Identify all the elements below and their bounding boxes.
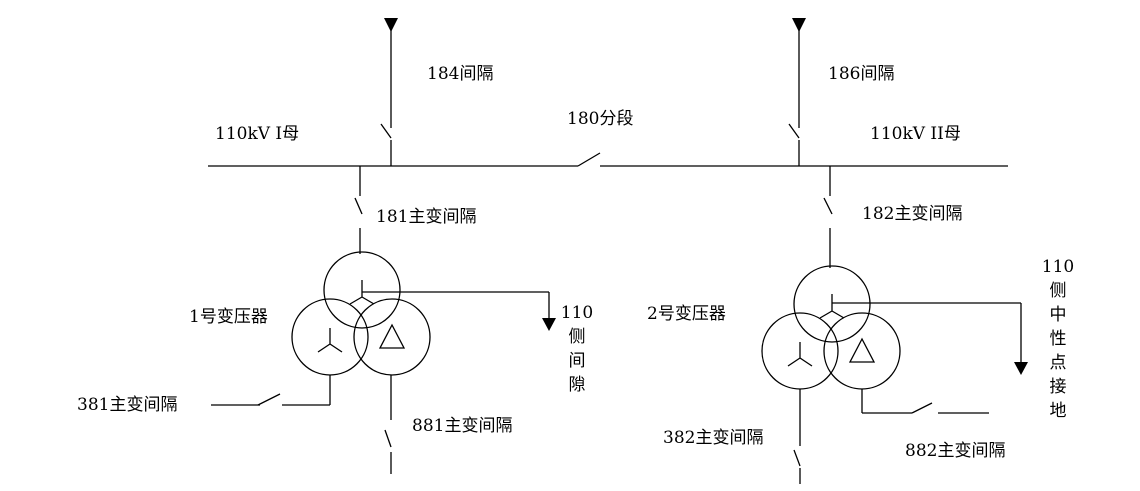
busbar	[208, 152, 1008, 167]
feeder-186-arrow-icon	[792, 18, 806, 32]
bay-881	[384, 375, 392, 474]
neutral-ground-label: 110 侧 中 性 点 接 地	[1042, 257, 1074, 421]
neutral-gap-char: 侧	[569, 327, 586, 347]
neutral-ground-char: 地	[1050, 401, 1067, 421]
feeder-186	[788, 18, 806, 166]
wye-symbol-icon	[787, 342, 813, 367]
bay-182-switch	[823, 197, 833, 215]
bay-882-switch	[911, 402, 933, 414]
feeder-186-switch	[788, 123, 800, 139]
bay-881-switch	[384, 429, 392, 448]
wye-symbol-icon	[819, 294, 845, 319]
bus-left-label: 110kV I母	[215, 124, 299, 144]
bay-382-label: 382主变间隔	[663, 428, 763, 448]
bay-181-switch	[354, 197, 363, 215]
bus-right-label: 110kV II母	[870, 124, 961, 144]
bay-182-label: 182主变间隔	[862, 204, 962, 224]
transformer-2	[761, 265, 901, 390]
feeder-184-arrow-icon	[384, 18, 398, 32]
feeder-184	[380, 18, 398, 166]
neutral-gap-label: 110 侧 间 隙	[561, 303, 593, 395]
neutral-ground-char: 点	[1050, 353, 1067, 373]
neutral-gap-number: 110	[561, 303, 593, 323]
bay-382-switch	[793, 449, 801, 467]
bay-881-label: 881主变间隔	[412, 416, 512, 436]
bay-381-label: 381主变间隔	[77, 395, 177, 415]
delta-symbol-icon	[848, 337, 876, 363]
transformer-1-label: 1号变压器	[189, 307, 268, 327]
bay-381-switch	[257, 393, 281, 406]
feeder-186-label: 186间隔	[828, 64, 894, 84]
neutral-ground-arrow-icon	[1014, 362, 1028, 375]
neutral-ground-char: 接	[1050, 377, 1067, 397]
bay-382	[793, 389, 801, 484]
bay-181-label: 181主变间隔	[376, 207, 476, 227]
delta-symbol-icon	[378, 323, 406, 349]
transformer-1-neutral-gap	[362, 291, 556, 331]
bay-381	[211, 375, 331, 406]
neutral-ground-char: 侧	[1050, 281, 1067, 301]
transformer-1	[291, 251, 431, 376]
neutral-gap-arrow-icon	[542, 318, 556, 331]
neutral-gap-char: 间	[569, 351, 586, 371]
wye-symbol-icon	[317, 328, 343, 353]
feeder-184-switch	[380, 123, 392, 139]
neutral-ground-char: 性	[1050, 329, 1067, 349]
bus-section-label: 180分段	[567, 109, 633, 129]
bay-882-label: 882主变间隔	[905, 441, 1005, 461]
neutral-ground-number: 110	[1042, 257, 1074, 277]
transformer-2-label: 2号变压器	[647, 304, 726, 324]
transformer-2-neutral-ground	[832, 302, 1028, 375]
bay-181	[354, 166, 363, 254]
bus-section-switch-180	[577, 152, 601, 167]
feeder-184-label: 184间隔	[427, 64, 493, 84]
neutral-ground-char: 中	[1050, 305, 1067, 325]
bay-882	[861, 389, 989, 414]
neutral-gap-char: 隙	[569, 375, 586, 395]
bay-182	[823, 166, 833, 268]
wye-symbol-icon	[349, 280, 375, 305]
